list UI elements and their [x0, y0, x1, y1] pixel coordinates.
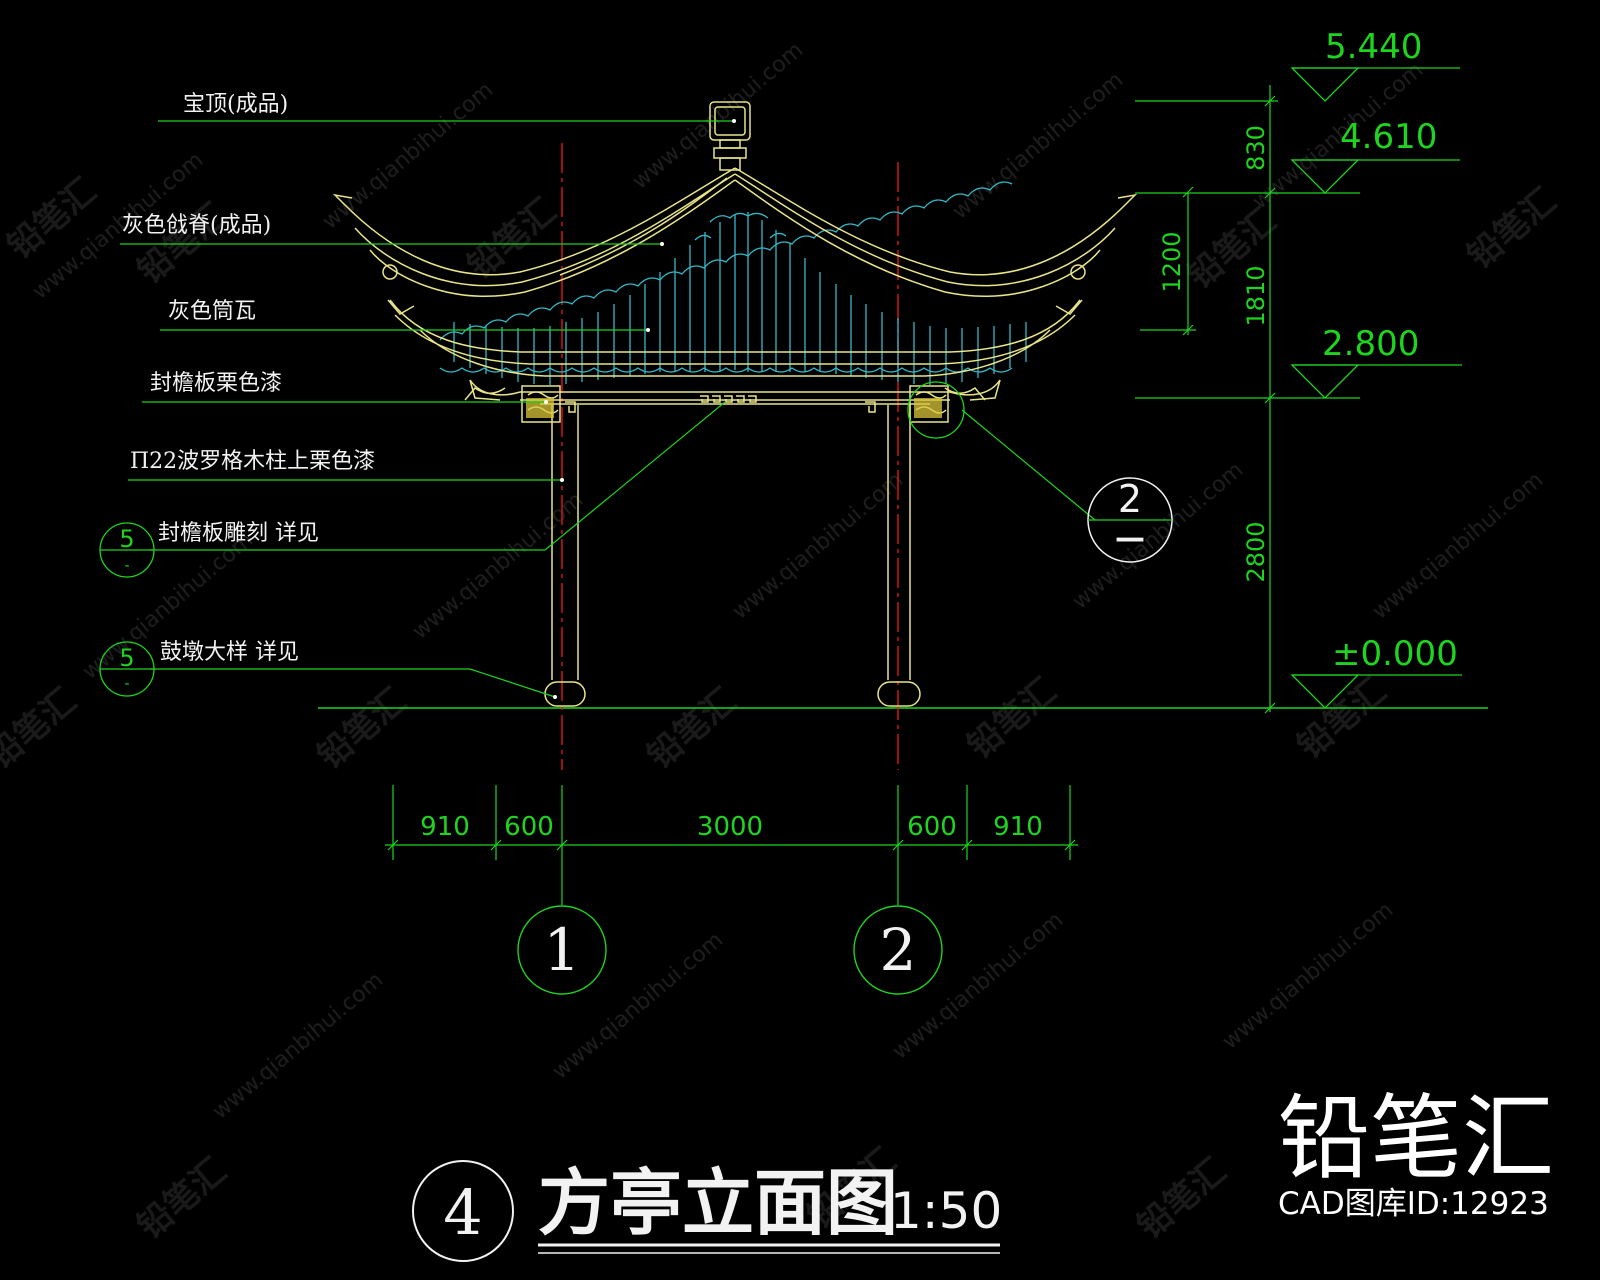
roof-tiles [439, 181, 1027, 385]
title-marker: 4 [443, 1176, 482, 1249]
elevation-markers [1290, 67, 1462, 709]
brand-watermark: 铅笔汇 CAD图库ID:12923 [1278, 1085, 1554, 1222]
label-tile: 灰色筒瓦 [168, 299, 256, 324]
label-column: Π22波罗格木柱上栗色漆 [130, 449, 375, 474]
dim-value: 1200 [1158, 231, 1186, 292]
dim-value: 2800 [1242, 521, 1270, 582]
dim-value: 3000 [697, 812, 763, 842]
dim-value: 910 [420, 812, 470, 842]
horizontal-dim-values: 910 600 3000 600 910 [420, 812, 1043, 842]
drawing-title-block: 4 方亭立面图 1:50 [412, 1160, 1002, 1262]
label-ridge: 灰色戗脊(成品) [122, 213, 271, 238]
elevation-values: 5.440 4.610 2.800 ±0.000 [1322, 27, 1458, 674]
axis-label: 2 [880, 916, 917, 984]
label-eave-board: 封檐板栗色漆 [150, 371, 282, 396]
vertical-dim-values: 830 1810 2800 1200 [1158, 125, 1270, 582]
label-eave-carving: 封檐板雕刻 详见 [158, 521, 319, 546]
detail-callout-sheet: — [1115, 521, 1145, 556]
leader-lines [120, 120, 1096, 698]
dim-value: 910 [993, 812, 1043, 842]
dim-value: 1810 [1242, 265, 1270, 326]
axis-bubble-1 [517, 905, 607, 995]
elevation-value: 2.800 [1322, 324, 1419, 364]
vertical-dimensions [1135, 85, 1360, 714]
horizontal-dimensions [385, 785, 1078, 905]
ref-sheet: - [124, 676, 129, 692]
drawing-scale: 1:50 [890, 1182, 1002, 1240]
axis-label: 1 [544, 916, 581, 984]
drawing-title: 方亭立面图 [538, 1161, 898, 1245]
detail-callout: 2 — [907, 381, 1173, 563]
axis-centerlines [561, 143, 899, 770]
detail-ref-bubble: 5 - [99, 641, 155, 697]
label-drum-base: 鼓墩大样 详见 [160, 640, 299, 665]
title-marker-circle [412, 1160, 514, 1262]
dim-value: 600 [907, 812, 957, 842]
brand-name: 铅笔汇 [1278, 1085, 1554, 1192]
detail-ref-bubble: 5 - [99, 522, 155, 578]
dim-value: 600 [504, 812, 554, 842]
elevation-value: ±0.000 [1332, 634, 1458, 674]
left-bracket [521, 385, 561, 423]
bracket-carvings [526, 398, 942, 418]
material-labels: 宝顶(成品) 灰色戗脊(成品) 灰色筒瓦 封檐板栗色漆 Π22波罗格木柱上栗色漆… [122, 92, 375, 665]
axis-bubbles: 1 2 [517, 905, 943, 995]
right-drum-base [877, 681, 921, 707]
ref-num: 5 [119, 525, 134, 553]
ref-sheet: - [124, 558, 129, 574]
roof-outline [332, 101, 1138, 707]
dim-value: 830 [1242, 125, 1270, 171]
brand-id: CAD图库ID:12923 [1278, 1186, 1549, 1222]
detail-callout-num: 2 [1118, 477, 1142, 521]
ref-num: 5 [119, 644, 134, 672]
right-bracket [909, 385, 949, 423]
axis-bubble-2 [853, 905, 943, 995]
label-finial: 宝顶(成品) [183, 92, 288, 117]
elevation-value: 5.440 [1325, 27, 1422, 67]
leader-dots [544, 119, 736, 699]
elevation-value: 4.610 [1340, 117, 1437, 157]
detail-callout-target [907, 381, 965, 439]
